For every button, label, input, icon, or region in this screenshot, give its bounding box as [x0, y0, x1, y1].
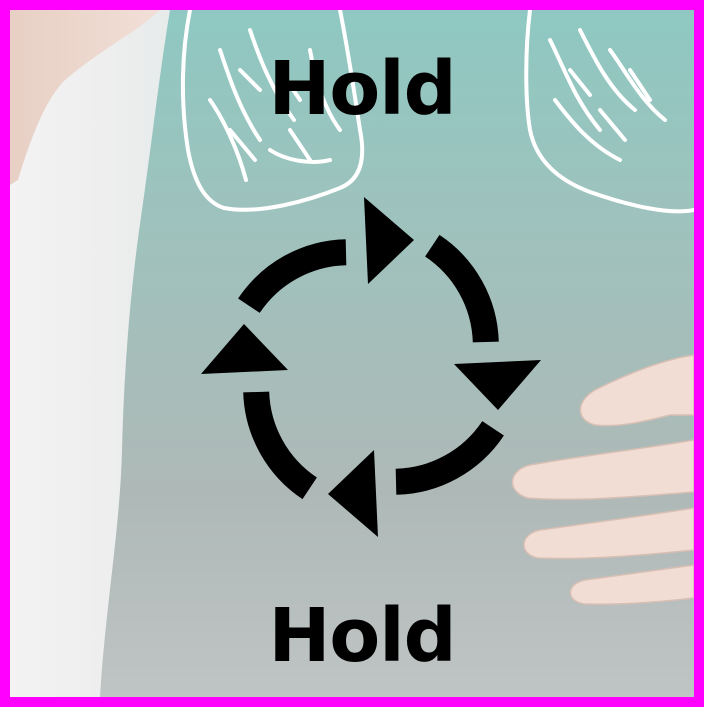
top-hold-label: Hold: [10, 52, 704, 126]
bottom-hold-label: Hold: [10, 599, 704, 673]
arc-bottom: [396, 428, 493, 482]
arrowhead-right: [454, 360, 541, 410]
arrowhead-left: [201, 324, 288, 374]
arrowhead-bottom: [328, 450, 378, 537]
arrowhead-top: [364, 197, 414, 284]
cycle-arrows-icon: [186, 182, 556, 552]
arc-left: [256, 392, 310, 488]
arc-right: [432, 246, 486, 342]
arc-top: [249, 252, 346, 306]
